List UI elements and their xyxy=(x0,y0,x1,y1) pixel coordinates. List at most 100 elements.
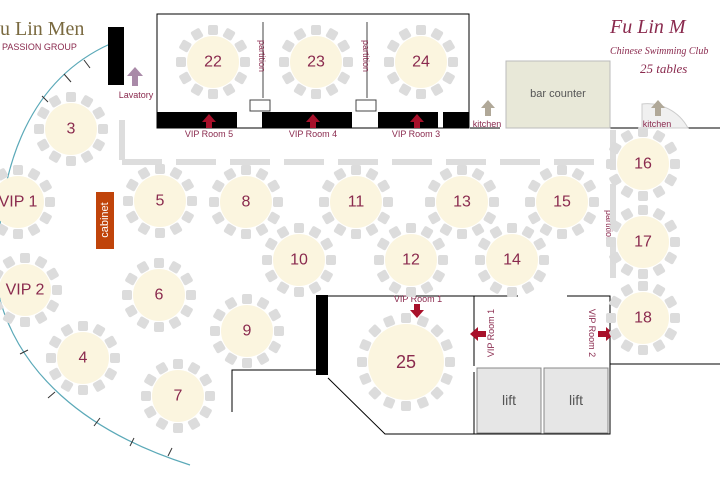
chair xyxy=(319,197,329,207)
chair xyxy=(234,71,247,85)
chair xyxy=(141,391,151,401)
chair xyxy=(388,226,402,239)
kitchen-label-1: kitchen xyxy=(473,119,502,129)
table-top xyxy=(436,176,488,228)
chair xyxy=(34,256,48,269)
chair xyxy=(179,71,192,85)
chair xyxy=(282,39,295,53)
chair xyxy=(187,196,197,206)
chair xyxy=(190,83,204,96)
chair xyxy=(187,417,201,430)
chair xyxy=(187,362,201,375)
chair xyxy=(609,295,622,309)
chair xyxy=(282,71,295,85)
chair xyxy=(377,237,390,251)
bar-counter xyxy=(505,60,611,129)
chair xyxy=(242,358,252,368)
chair xyxy=(401,401,411,411)
chair xyxy=(78,321,88,331)
chair xyxy=(265,269,278,283)
chair xyxy=(428,211,441,225)
chair xyxy=(262,255,272,265)
chair xyxy=(571,168,585,181)
chair xyxy=(445,357,455,367)
chair xyxy=(190,28,204,41)
chair xyxy=(652,339,666,352)
chair xyxy=(49,367,62,381)
chair xyxy=(325,28,339,41)
chair xyxy=(137,222,151,235)
table-top xyxy=(134,175,186,227)
chair xyxy=(652,263,666,276)
chair xyxy=(439,168,453,181)
chair xyxy=(374,255,384,265)
chair xyxy=(267,211,280,225)
table-number: VIP 1 xyxy=(0,194,38,211)
chair xyxy=(126,178,139,192)
chair xyxy=(223,168,237,181)
chair xyxy=(416,25,426,35)
chair xyxy=(638,345,648,355)
chair xyxy=(664,141,677,155)
chair xyxy=(620,284,634,297)
table-17: 17 xyxy=(606,205,680,279)
chair xyxy=(181,178,194,192)
chair xyxy=(179,39,192,53)
vip-room-5-label: VIP Room 5 xyxy=(185,129,233,139)
chair xyxy=(224,352,238,365)
chair xyxy=(123,196,133,206)
table-top xyxy=(273,234,325,286)
chair xyxy=(322,211,335,225)
chair xyxy=(606,313,616,323)
chair xyxy=(507,287,517,297)
chair xyxy=(609,251,622,265)
cabinet xyxy=(96,192,114,249)
chair xyxy=(398,83,412,96)
chair xyxy=(638,269,648,279)
chair xyxy=(104,367,117,381)
chair xyxy=(186,290,196,300)
chair xyxy=(365,223,379,236)
chair xyxy=(387,39,400,53)
chair xyxy=(20,317,30,327)
chair xyxy=(268,340,281,354)
lift-2 xyxy=(543,367,609,434)
chair xyxy=(507,223,517,233)
table-number: 14 xyxy=(503,252,521,269)
chair xyxy=(457,229,467,239)
vip-room-4-label: VIP Room 4 xyxy=(289,129,337,139)
chair xyxy=(670,159,680,169)
table-top xyxy=(221,305,273,357)
lift-label-1: lift xyxy=(502,392,516,408)
chair xyxy=(432,269,445,283)
table-top xyxy=(486,234,538,286)
bar-counter-label: bar counter xyxy=(530,88,586,100)
table-top xyxy=(187,36,239,88)
chair xyxy=(0,223,9,236)
partition-label-1: partition xyxy=(257,40,267,72)
chair xyxy=(609,173,622,187)
chair xyxy=(620,263,634,276)
table-number: 3 xyxy=(67,121,76,138)
chair xyxy=(326,255,336,265)
chair xyxy=(664,327,677,341)
chair xyxy=(213,308,226,322)
chair xyxy=(333,223,347,236)
chair xyxy=(359,372,372,385)
chair xyxy=(13,229,23,239)
chair xyxy=(533,269,546,283)
chair xyxy=(432,237,445,251)
chair xyxy=(430,28,444,41)
vip-room-1-side-label: VIP Room 1 xyxy=(486,309,496,357)
chair xyxy=(557,165,567,175)
chair xyxy=(311,25,321,35)
chair xyxy=(155,362,169,375)
table-8: 8 xyxy=(209,165,283,239)
chair xyxy=(428,179,441,193)
chair xyxy=(80,95,94,108)
chair xyxy=(638,281,648,291)
table-18: 18 xyxy=(606,281,680,355)
chair xyxy=(583,179,596,193)
table-number: 22 xyxy=(204,54,222,71)
chair xyxy=(609,327,622,341)
